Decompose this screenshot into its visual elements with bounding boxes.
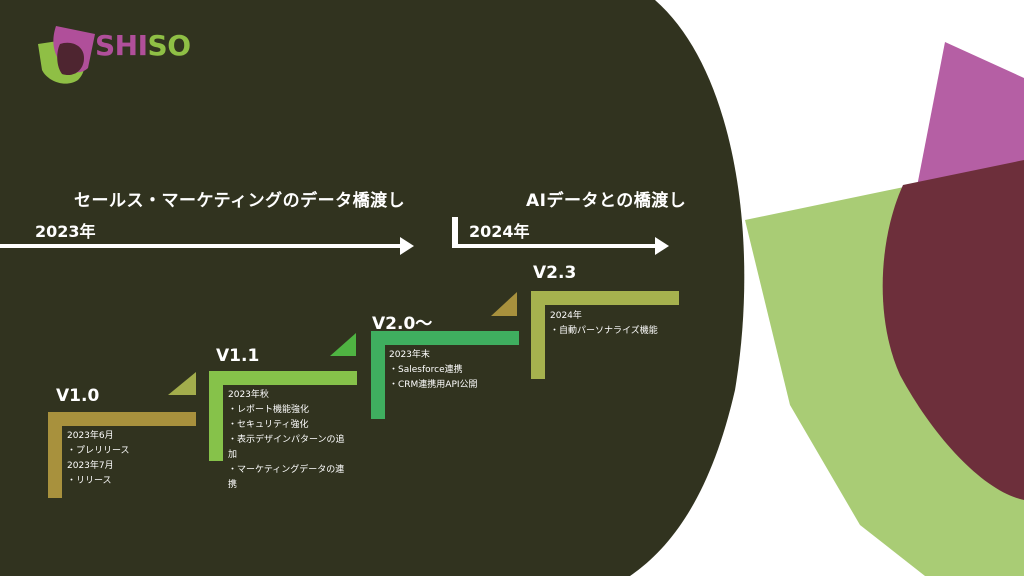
dark-panel [0,0,745,576]
note-line: ・Salesforce連携 [389,365,463,375]
stage-v1-0-bar [48,372,196,498]
version-label-v2-3: V2.3 [533,263,577,283]
heading-ai-data: AIデータとの橋渡し [526,191,687,211]
note-line: 2024年 [550,311,582,321]
maroon-deco-shape [882,160,1024,500]
note-line: ・リリース [67,476,112,486]
note-line: ・プレリリース [67,446,130,456]
note-line: 2023年秋 [228,390,269,400]
note-line: ・自動パーソナライズ機能 [550,326,658,336]
note-line: 2023年6月 [67,431,114,441]
timeline-arrow-2024 [452,217,669,255]
note-line: ・セキュリティ強化 [228,420,309,430]
note-line: 2023年末 [389,350,430,360]
v2-3-notes: 2024年 ・自動パーソナライズ機能 [550,309,658,339]
stage-v1-1-bar [209,333,357,461]
timeline-arrow-2023 [0,237,414,255]
v1-1-notes: 2023年秋 ・レポート機能強化 ・セキュリティ強化 ・表示デザインパターンの追… [228,388,345,493]
stage-v2-0-bar [371,292,519,419]
year-label-2024: 2024年 [469,222,530,241]
note-line: ・マーケティングデータの連 [228,465,345,475]
year-label-2023: 2023年 [35,222,96,241]
note-line: ・レポート機能強化 [228,405,310,415]
heading-sales-marketing: セールス・マーケティングのデータ橋渡し [74,191,406,211]
note-line: 加 [228,450,238,460]
note-line: ・表示デザインパターンの追 [228,435,345,445]
brand-name-part2: SO [147,29,191,62]
note-line: 2023年7月 [67,461,114,471]
v2-0-notes: 2023年末 ・Salesforce連携 ・CRM連携用API公開 [389,348,478,393]
brand-name-part1: SHI [95,29,148,62]
version-label-v1-0: V1.0 [56,386,100,406]
stage-v2-3-bar [531,291,679,379]
v1-0-notes: 2023年6月 ・プレリリース 2023年7月 ・リリース [67,429,130,489]
note-line: ・CRM連携用API公開 [389,380,478,390]
version-label-v2-0: V2.0〜 [372,314,433,334]
shiso-logo-icon [38,26,95,84]
version-label-v1-1: V1.1 [216,346,260,366]
note-line: 携 [228,480,238,490]
brand-logo: SHISO [95,29,191,62]
